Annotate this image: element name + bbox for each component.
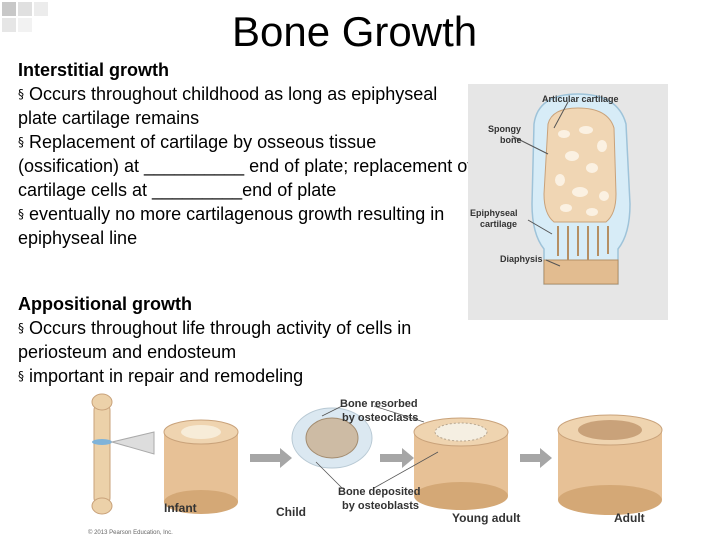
bullet-icon: § bbox=[18, 135, 24, 149]
section-pointer-arrow bbox=[110, 431, 155, 455]
spongy-bone-illustration bbox=[543, 107, 617, 223]
label-spongy-bone-line1: Spongy bbox=[488, 124, 521, 134]
appositional-heading: Appositional growth bbox=[18, 294, 192, 314]
label-child: Child bbox=[276, 505, 306, 519]
bullet-icon: § bbox=[18, 207, 24, 221]
label-young-adult: Young adult bbox=[452, 511, 520, 525]
bullet-text: Occurs throughout life through activity … bbox=[18, 318, 412, 362]
young-adult-bone-crosssection bbox=[413, 417, 509, 510]
infant-bone-illustration bbox=[91, 393, 113, 515]
trabeculae-pattern bbox=[555, 126, 609, 216]
arrow-child-to-young bbox=[250, 448, 292, 468]
arrow-young-to-adult bbox=[520, 448, 552, 468]
bullet-text: eventually no more cartilagenous growth … bbox=[18, 204, 445, 248]
label-bone-resorbed-line2: by osteoclasts bbox=[342, 412, 418, 424]
adult-bone-crosssection bbox=[557, 414, 663, 515]
cartilage-columns bbox=[557, 226, 609, 262]
bullet-icon: § bbox=[18, 369, 24, 383]
label-epiphyseal-cartilage-line2: cartilage bbox=[480, 219, 517, 229]
appositional-growth-figure: Bone resorbed by osteoclasts Bone deposi… bbox=[88, 393, 663, 536]
bullet-text: important in repair and remodeling bbox=[29, 366, 304, 386]
arrow-section-to-young bbox=[380, 448, 414, 468]
interstitial-heading: Interstitial growth bbox=[18, 60, 170, 80]
bullet-icon: § bbox=[18, 321, 24, 335]
interstitial-bullet: § Occurs throughout childhood as long as… bbox=[18, 82, 478, 130]
interstitial-section: Interstitial growth § Occurs throughout … bbox=[18, 58, 478, 250]
label-bone-resorbed-line1: Bone resorbed bbox=[340, 398, 418, 410]
label-bone-deposited-line2: by osteoblasts bbox=[342, 500, 419, 512]
appositional-section: Appositional growth § Occurs throughout … bbox=[18, 292, 478, 388]
label-infant: Infant bbox=[164, 501, 197, 515]
label-articular-cartilage: Articular cartilage bbox=[542, 94, 619, 104]
pointer-lines bbox=[511, 101, 569, 267]
appositional-bullet: § Occurs throughout life through activit… bbox=[18, 316, 478, 364]
label-diaphysis: Diaphysis bbox=[500, 254, 543, 264]
label-leader-lines bbox=[315, 405, 439, 489]
copyright-notice: © 2013 Pearson Education, Inc. bbox=[88, 529, 173, 536]
remodeling-crosssection bbox=[291, 407, 373, 469]
bullet-icon: § bbox=[18, 87, 24, 101]
interstitial-bullet: § eventually no more cartilagenous growt… bbox=[18, 202, 478, 250]
bullet-text: Occurs throughout childhood as long as e… bbox=[18, 84, 438, 128]
slide-title: Bone Growth bbox=[232, 8, 478, 55]
epiphyseal-plate-figure: Articular cartilage Spongy bone Epiphyse… bbox=[468, 84, 668, 320]
interstitial-bullet: § Replacement of cartilage by osseous ti… bbox=[18, 130, 478, 202]
child-bone-crosssection bbox=[163, 419, 239, 514]
label-adult: Adult bbox=[614, 511, 645, 525]
bullet-text: Replacement of cartilage by osseous tiss… bbox=[18, 132, 473, 200]
corner-decoration bbox=[2, 2, 48, 32]
label-spongy-bone-line2: bone bbox=[500, 135, 522, 145]
label-epiphyseal-cartilage-line1: Epiphyseal bbox=[470, 208, 518, 218]
label-bone-deposited-line1: Bone deposited bbox=[338, 486, 421, 498]
appositional-bullet: § important in repair and remodeling bbox=[18, 364, 478, 388]
